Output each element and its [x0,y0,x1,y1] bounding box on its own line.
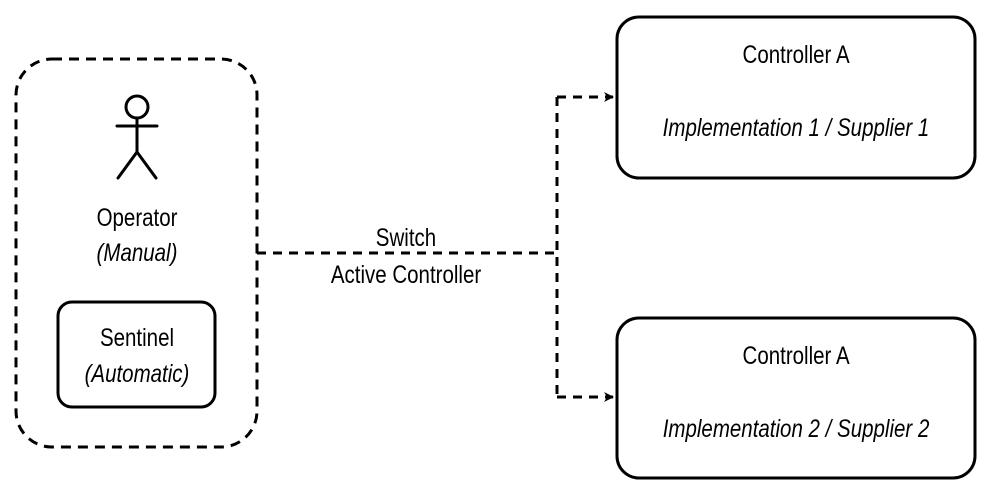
actor-icon [115,94,159,180]
controller-1-subtitle: Implementation 1 / Supplier 1 [663,113,930,141]
operator-label: Operator [97,203,178,231]
sentinel-box[interactable] [56,300,217,409]
controller-2-subtitle: Implementation 2 / Supplier 2 [663,414,930,442]
switch-connector [257,92,614,402]
controller-box-1[interactable] [615,15,977,180]
active-controller-label: Active Controller [331,260,482,288]
controller-box-2[interactable] [615,316,977,480]
operator-mode-label: (Manual) [97,238,178,266]
sentinel-label: Sentinel [100,323,174,351]
controller-1-title: Controller A [743,40,851,68]
sentinel-mode-label: (Automatic) [85,359,190,387]
controller-2-title: Controller A [743,341,851,369]
switch-label: Switch [376,223,436,251]
